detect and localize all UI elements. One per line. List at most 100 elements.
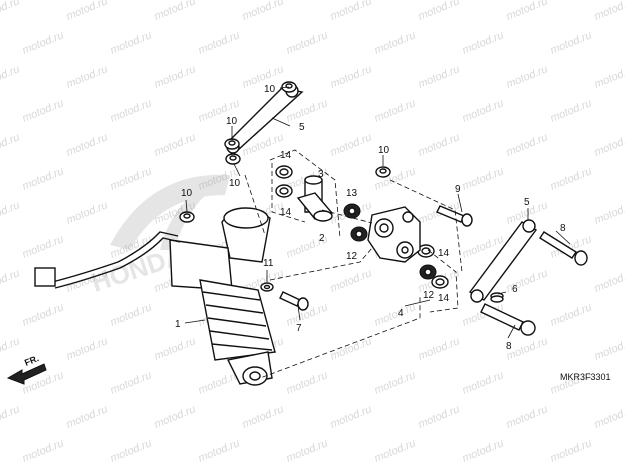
watermark-text: motod.ru (549, 97, 594, 124)
watermark-text: motod.ru (0, 199, 21, 226)
watermark-text: motod.ru (329, 403, 374, 430)
watermark-text: motod.ru (373, 437, 418, 464)
dust-seal-14-right-lower (431, 275, 449, 289)
callout-8-upper: 8 (560, 223, 566, 234)
watermark-text: motod.ru (241, 63, 286, 90)
watermark-text: motod.ru (21, 97, 66, 124)
watermark-text: motod.ru (241, 0, 286, 23)
watermark-text: motod.ru (65, 199, 110, 226)
watermark-text: motod.ru (329, 0, 374, 23)
watermark-text: motod.ru (549, 29, 594, 56)
watermark-text: motod.ru (153, 0, 198, 23)
watermark-text: motod.ru (0, 63, 21, 90)
callout-14-right-lower: 14 (438, 293, 450, 304)
watermark-text: motod.ru (461, 165, 506, 192)
watermark-text: motod.ru (65, 131, 110, 158)
watermark-text: motod.ru (65, 403, 110, 430)
nut-10-left (225, 153, 241, 165)
callout-10-top: 10 (264, 84, 276, 95)
callout-4: 4 (398, 308, 404, 319)
bolt-9 (436, 205, 473, 227)
watermark-text: motod.ru (461, 29, 506, 56)
rear-shock-absorber-1 (169, 207, 276, 386)
watermark-text: motod.ru (461, 97, 506, 124)
watermark-text: motod.ru (461, 369, 506, 396)
dust-seal-14-lower (275, 184, 293, 198)
callout-labels: 10 5 10 10 10 14 14 3 2 13 12 10 9 5 8 1… (175, 84, 566, 352)
watermark-text: motod.ru (417, 63, 462, 90)
watermark-text: motod.ru (593, 335, 625, 362)
callout-14-right-upper: 14 (438, 248, 450, 259)
watermark-text: motod.ru (505, 0, 550, 23)
tie-rod-right (468, 219, 538, 303)
watermark-text: motod.ru (153, 131, 198, 158)
callout-5-right: 5 (524, 197, 530, 208)
watermark-text: motod.ru (373, 29, 418, 56)
callout-12-left: 12 (346, 251, 358, 262)
callout-14-upper: 14 (280, 150, 292, 161)
watermark-text: motod.ru (21, 301, 66, 328)
watermark-text: motod.ru (109, 437, 154, 464)
collar-2 (296, 192, 334, 222)
watermark-text: motod.ru (109, 29, 154, 56)
watermark-text: motod.ru (417, 335, 462, 362)
callout-13: 13 (346, 188, 358, 199)
watermark-text: motod.ru (65, 335, 110, 362)
watermark-text: motod.ru (109, 301, 154, 328)
watermark-text: motod.ru (549, 165, 594, 192)
nut-10-upper-left (224, 138, 240, 150)
watermark-text: motod.ru (285, 369, 330, 396)
watermark-text: motod.ru (593, 0, 625, 23)
watermark-text: motod.ru (109, 369, 154, 396)
leader-lines (184, 86, 571, 381)
watermark-text: motod.ru (21, 29, 66, 56)
watermark-text: motod.ru (65, 63, 110, 90)
needle-bearing-13 (343, 203, 361, 219)
callout-12-right: 12 (423, 290, 435, 301)
watermark-text: motod.ru (373, 97, 418, 124)
direction-label: FR. (23, 353, 40, 368)
callout-14-lower: 14 (280, 207, 292, 218)
callout-5-upper: 5 (299, 122, 305, 133)
callout-3: 3 (318, 169, 324, 180)
watermark-text: motod.ru (153, 335, 198, 362)
watermark-text: motod.ru (0, 335, 21, 362)
watermark-text: motod.ru (21, 233, 66, 260)
watermark-text: motod.ru (417, 403, 462, 430)
watermark-text: motod.ru (21, 165, 66, 192)
watermark-text: motod.ru (241, 403, 286, 430)
watermark-text: motod.ru (417, 0, 462, 23)
reservoir-hose (34, 231, 181, 289)
watermark-text: motod.ru (285, 437, 330, 464)
callout-9: 9 (455, 184, 461, 195)
shock-arm-4 (367, 206, 421, 263)
watermark-text: motod.ru (153, 63, 198, 90)
watermark-text: motod.ru (593, 267, 625, 294)
bolt-8-lower (480, 303, 536, 336)
watermark-text: motod.ru (417, 131, 462, 158)
nut-10-link (375, 166, 391, 178)
callout-2: 2 (319, 233, 325, 244)
bolt-8-upper (539, 231, 588, 266)
watermark-text: motod.ru (153, 403, 198, 430)
watermark-text: motod.ru (593, 403, 625, 430)
watermark-text: motod.ru (109, 165, 154, 192)
diagram-code: MKR3F3301 (560, 372, 611, 382)
callout-10-upper-left: 10 (226, 116, 238, 127)
callout-11: 11 (263, 258, 274, 269)
callout-1: 1 (175, 319, 181, 330)
washer-11 (260, 282, 274, 292)
needle-bearing-12-left (350, 226, 368, 242)
callout-10-shock: 10 (181, 188, 193, 199)
watermark-text: motod.ru (593, 199, 625, 226)
watermark-text: motod.ru (197, 437, 242, 464)
needle-bearing-12-right (419, 264, 437, 280)
watermark-text: motod.ru (65, 0, 110, 23)
watermark-text: motod.ru (329, 63, 374, 90)
dust-seal-14-upper (275, 165, 293, 179)
watermark-text: motod.ru (0, 403, 21, 430)
watermark-text: motod.ru (549, 437, 594, 464)
watermark-text: motod.ru (329, 267, 374, 294)
